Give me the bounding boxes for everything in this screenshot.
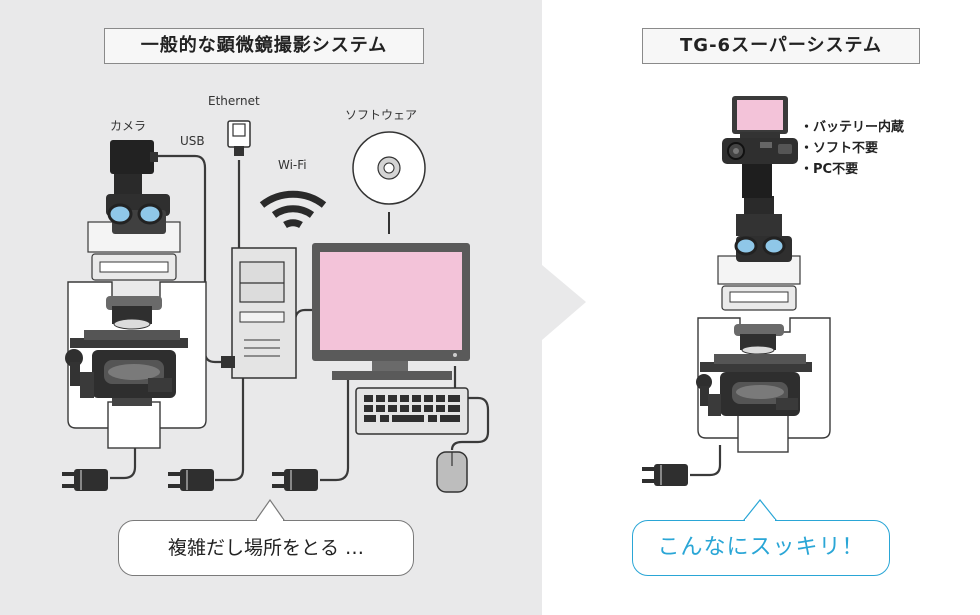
- left-title: 一般的な顕微鏡撮影システム: [140, 35, 388, 56]
- wifi-icon: [259, 190, 327, 229]
- power-plug-right: [642, 464, 688, 486]
- bubble-right-tail-mask: [745, 519, 775, 522]
- software-disc-icon: [352, 131, 426, 234]
- pc-tower: [221, 247, 297, 379]
- microscope-left: [65, 140, 207, 449]
- keyboard: [355, 387, 469, 435]
- power-plug-2: [168, 469, 214, 491]
- label-ethernet: Ethernet: [208, 94, 260, 108]
- feature-no-software: ・ソフト不要: [800, 141, 879, 156]
- bubble-right-tail: [742, 499, 778, 521]
- bubble-left-text: 複雑だし場所をとる …: [167, 537, 365, 559]
- monitor: [312, 243, 470, 380]
- ethernet-connector: [227, 120, 251, 156]
- bubble-right-text: こんなにスッキリ！: [657, 535, 865, 560]
- power-plug-3: [272, 469, 318, 491]
- feature-no-pc: ・PC不要: [800, 162, 859, 177]
- bubble-left-tail: [254, 498, 286, 521]
- arrow-chevron: [542, 265, 586, 340]
- feature-battery: ・バッテリー内蔵: [800, 120, 905, 135]
- cables: [110, 154, 490, 482]
- right-title: TG-6スーパーシステム: [680, 35, 882, 56]
- label-software: ソフトウェア: [345, 108, 418, 122]
- mouse: [436, 451, 468, 493]
- label-wifi: Wi-Fi: [278, 158, 307, 172]
- label-usb: USB: [180, 134, 205, 148]
- label-camera: カメラ: [110, 119, 147, 133]
- bubble-left-tail-mask: [257, 519, 283, 522]
- left-title-box: 一般的な顕微鏡撮影システム: [104, 28, 424, 64]
- right-title-box: TG-6スーパーシステム: [642, 28, 920, 64]
- bubble-right: こんなにスッキリ！: [632, 520, 890, 576]
- right-cables: [690, 445, 722, 477]
- microscope-right: [696, 164, 831, 453]
- power-plug-1: [62, 469, 108, 491]
- bubble-left: 複雑だし場所をとる …: [118, 520, 414, 576]
- tg6-camera: [722, 96, 798, 164]
